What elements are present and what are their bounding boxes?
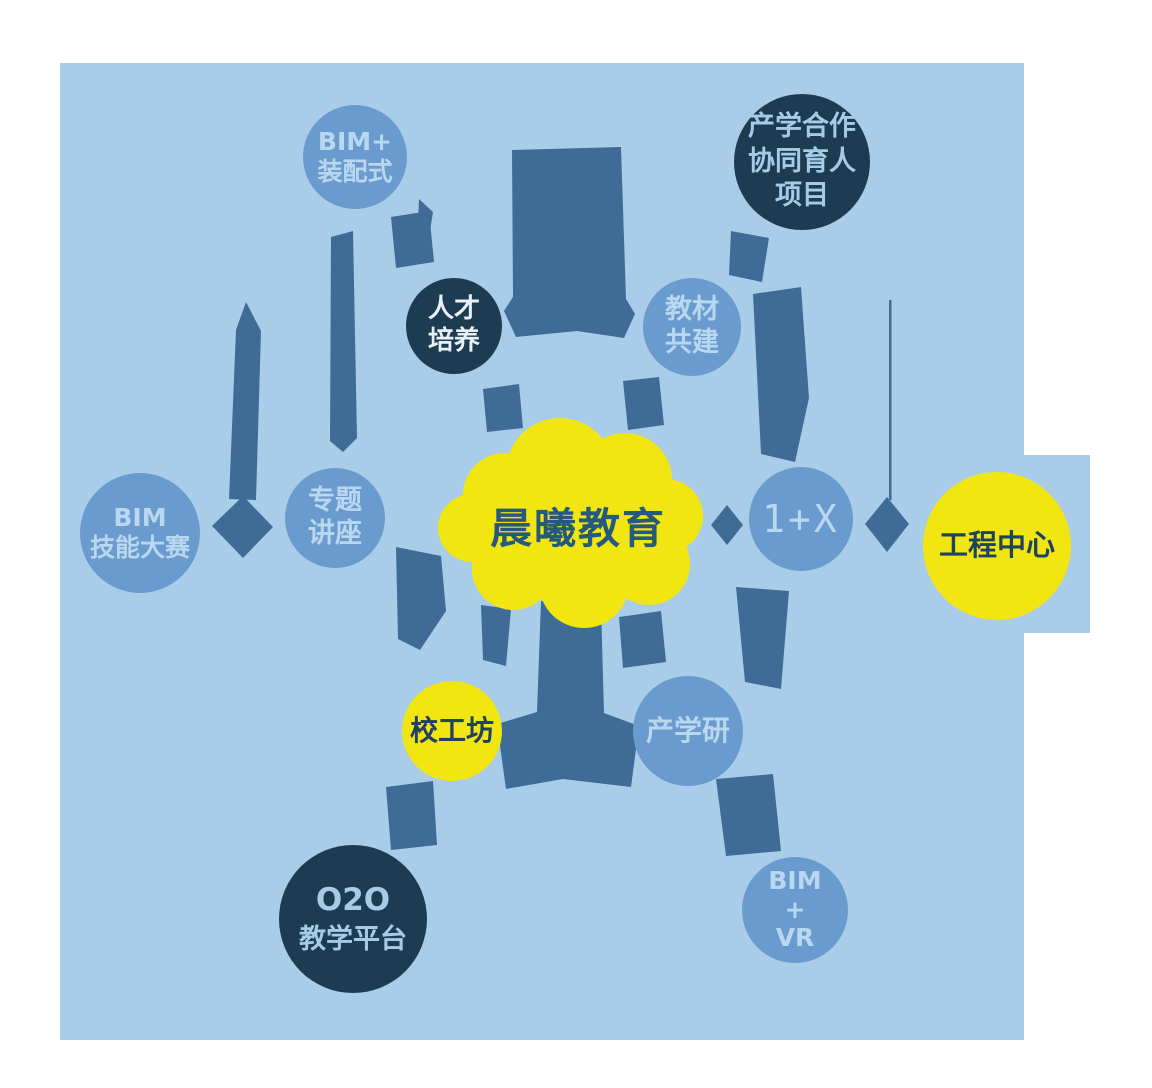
- node-label-line: O2O: [315, 881, 391, 918]
- node-lecture-series: 专题 讲座: [285, 468, 385, 568]
- node-industry-academy-research: 产学研: [633, 676, 743, 786]
- node-label-line: BIM: [113, 502, 167, 532]
- node-bim-skills-contest: BIM 技能大赛: [80, 473, 200, 593]
- node-one-plus-x: 1+X: [749, 467, 853, 571]
- node-label-line: 项目: [775, 180, 829, 212]
- background-panel: [60, 63, 1024, 1040]
- node-textbook-cobuild: 教材 共建: [643, 278, 741, 376]
- node-label-line: 教材: [665, 294, 719, 326]
- node-label-line: 产学合作: [748, 111, 856, 143]
- node-bim-vr: BIM + VR: [742, 857, 848, 963]
- node-label-line: 讲座: [308, 518, 362, 549]
- node-label-line: +: [784, 894, 806, 924]
- node-label-line: 共建: [665, 327, 719, 358]
- node-label-line: 1+X: [762, 496, 840, 541]
- node-school-workshop: 校工坊: [402, 681, 502, 781]
- node-label-line: 培养: [427, 326, 480, 356]
- node-label-line: VR: [775, 923, 815, 953]
- node-engineering-center: 工程中心: [923, 472, 1071, 620]
- node-label-line: BIM: [768, 865, 822, 895]
- node-label-line: 教学平台: [299, 923, 407, 955]
- node-label-line: 校工坊: [409, 713, 494, 747]
- node-label-line: BIM+: [317, 126, 393, 156]
- node-label-line: 协同育人: [748, 145, 856, 177]
- node-label-line: 产学研: [645, 713, 730, 747]
- node-talent-training: 人才 培养: [406, 278, 502, 374]
- node-label-line: 技能大赛: [89, 533, 190, 562]
- node-label-line: 专题: [308, 485, 362, 517]
- node-label-line: 装配式: [317, 157, 393, 186]
- node-label-line: 工程中心: [938, 528, 1055, 563]
- node-label-line: 人才: [427, 294, 480, 325]
- node-industry-education-project: 产学合作 协同育人 项目: [734, 94, 870, 230]
- node-o2o-platform: O2O 教学平台: [279, 845, 427, 993]
- node-bim-assembly: BIM+ 装配式: [303, 105, 407, 209]
